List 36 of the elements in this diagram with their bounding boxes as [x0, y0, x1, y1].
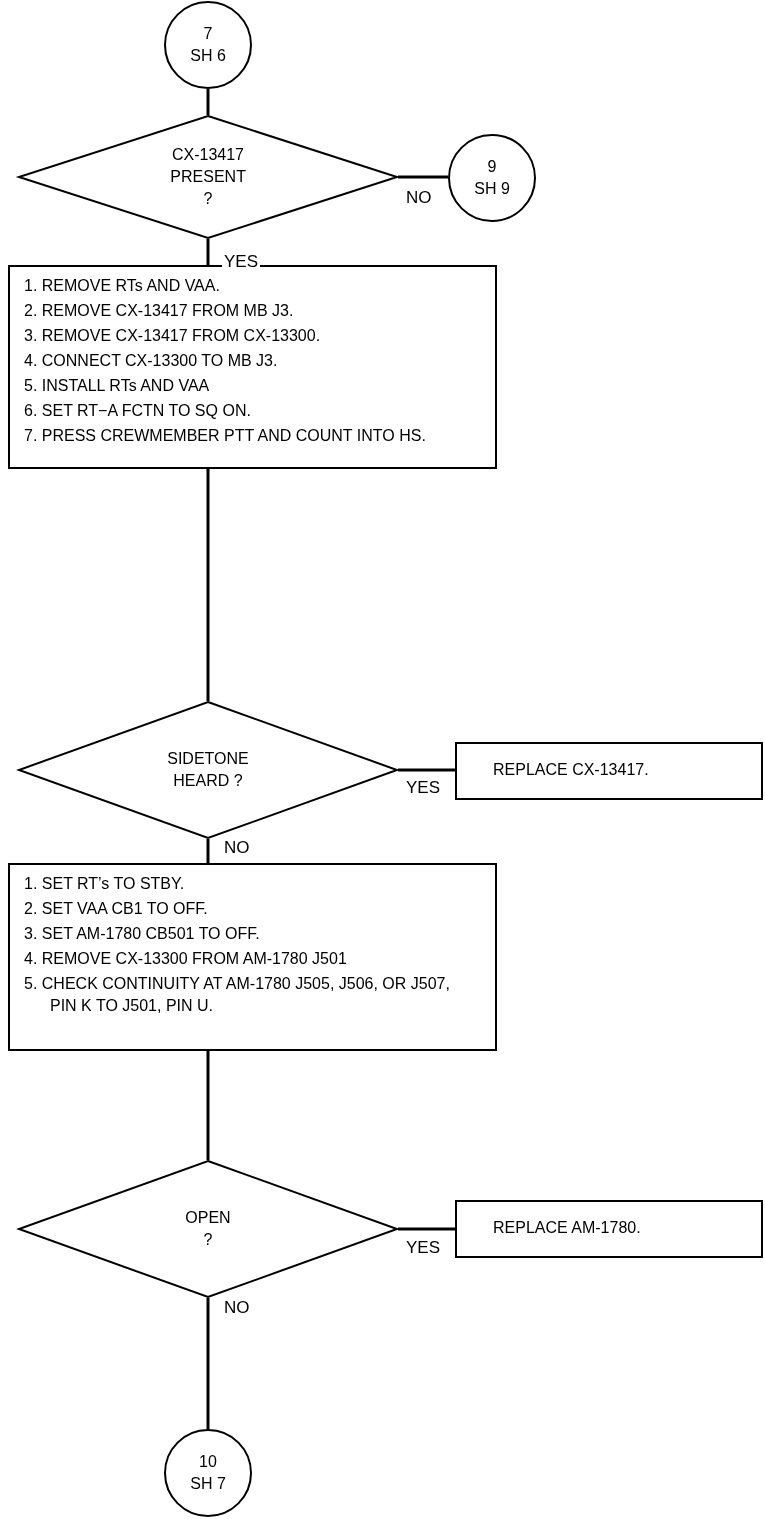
connector-line — [206, 469, 210, 701]
step-text: 4. CONNECT CX-13300 TO MB J3. — [24, 351, 279, 371]
process-box — [8, 863, 497, 1051]
reference-text: 9 — [487, 157, 497, 177]
step-text: 3. SET AM-1780 CB501 TO OFF. — [24, 924, 261, 944]
reference-text: 10 — [199, 1452, 217, 1472]
step-text: 7. PRESS CREWMEMBER PTT AND COUNT INTO HS. — [24, 426, 427, 446]
reference-text: SH 7 — [190, 1474, 226, 1494]
action-text: REPLACE AM-1780. — [493, 1217, 642, 1238]
step-text: 6. SET RT−A FCTN TO SQ ON. — [24, 401, 252, 421]
question-text: OPEN ? — [185, 1208, 231, 1250]
step-text: 5. CHECK CONTINUITY AT AM-1780 J505, J506, OR J507, PIN K TO J501, PIN U. — [24, 974, 451, 1016]
connector-line — [206, 839, 210, 863]
step-text: 3. REMOVE CX-13417 FROM CX-13300. — [24, 326, 322, 346]
reference-text: SH 6 — [190, 46, 226, 66]
connector-line — [398, 1227, 455, 1231]
process-box — [455, 1200, 763, 1258]
step-text: 5. INSTALL RTs AND VAA — [24, 376, 211, 396]
connector-line — [206, 89, 210, 115]
step-text: 2. REMOVE CX-13417 FROM MB J3. — [24, 301, 295, 321]
question-text: CX-13417 PRESENT ? — [170, 145, 246, 209]
action-text: REPLACE CX-13417. — [493, 759, 650, 780]
process-box — [455, 742, 763, 800]
connector-line — [206, 239, 210, 265]
connector-line — [206, 1051, 210, 1160]
step-text: 4. REMOVE CX-13300 FROM AM-1780 J501 — [24, 949, 348, 969]
step-text: 2. SET VAA CB1 TO OFF. — [24, 899, 209, 919]
reference-text: 7 — [203, 24, 213, 44]
question-text: SIDETONE HEARD ? — [167, 749, 249, 791]
connector-line — [398, 768, 455, 772]
connector-line — [206, 1298, 210, 1429]
process-box — [8, 265, 497, 469]
connector-line — [398, 175, 448, 179]
step-text: 1. SET RT’s TO STBY. — [24, 874, 186, 894]
step-text: 1. REMOVE RTs AND VAA. — [24, 276, 221, 296]
reference-text: SH 9 — [474, 179, 510, 199]
